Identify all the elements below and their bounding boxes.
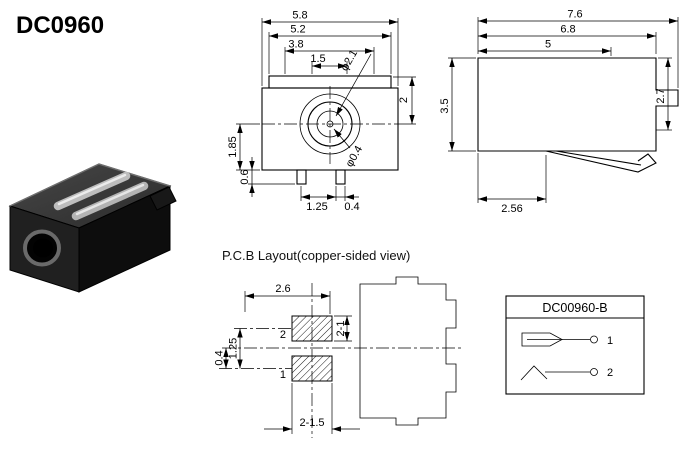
dim-label: 1.25 <box>306 201 327 213</box>
dim-label: 5.8 <box>292 10 307 22</box>
dim-side-height-body: 3.5 <box>439 57 476 152</box>
dim-pcb-pad-span: 2.6 <box>244 283 331 314</box>
dim-label: 2.6 <box>275 283 290 295</box>
dim-label: 0.4 <box>344 201 359 213</box>
jack-barrel-hole-inner <box>33 238 53 258</box>
dim-label: 3.5 <box>439 98 451 113</box>
dim-side-height-right: 2.7 <box>655 57 672 131</box>
metal-contact-2-highlight <box>75 183 145 216</box>
dim-front-width-outer: 5.8 <box>261 10 399 86</box>
dim-pcb-pad-size: 2-1 <box>334 315 352 342</box>
dim-label: φ0.4 <box>344 144 366 169</box>
dim-label: 0.4 <box>214 350 226 365</box>
dim-pcb-pad-offset: 0.4 <box>214 348 229 369</box>
pcb-layout: 2 1 2.6 2-1 1.25 0.4 <box>214 276 462 438</box>
side-body <box>477 57 679 152</box>
pin2-terminal <box>590 368 598 376</box>
dim-label: 5 <box>545 39 551 51</box>
dim-pcb-pad-pitch: 1.25 <box>228 328 243 369</box>
metal-contact-1 <box>53 171 131 211</box>
dim-label: 1.25 <box>228 338 240 359</box>
dim-label: 2-1 <box>335 321 347 337</box>
schematic-box: DC00960-B 1 2 <box>505 295 645 395</box>
pin1-terminal <box>590 335 598 344</box>
dim-label: 2-1.5 <box>299 417 324 429</box>
pcb-layout-caption: P.C.B Layout(copper-sided view) <box>222 248 411 263</box>
jack-right-face <box>78 185 171 293</box>
dim-label: 1.5 <box>310 53 325 65</box>
jack-edge-highlight <box>9 163 171 207</box>
dim-side-lever-offset: 2.56 <box>477 153 547 215</box>
schematic-switch-contact-symbol <box>520 365 598 381</box>
dim-pcb-hole-spec: 2-1.5 <box>264 383 360 434</box>
dim-front-pin-pitch: 1.25 <box>300 186 346 213</box>
dim-front-height-top: 2 <box>393 76 416 125</box>
pad1-number: 1 <box>280 369 286 381</box>
front-pin-left <box>296 169 307 185</box>
dim-front-pin-length: 0.6 <box>239 157 295 197</box>
dim-side-length-total: 7.6 <box>477 9 679 88</box>
dim-front-width-boss: 1.5 <box>310 53 348 74</box>
metal-contact-2 <box>71 181 149 221</box>
dim-side-length-body: 6.8 <box>478 24 657 54</box>
dim-label: 0.6 <box>239 169 251 184</box>
schematic-border <box>505 295 645 395</box>
dim-side-length-inner: 5 <box>478 39 612 56</box>
dim-label: φ2.1 <box>339 48 361 73</box>
pad2-number: 2 <box>280 329 286 341</box>
dim-front-width-cap: 5.2 <box>268 24 392 74</box>
side-spring-lever <box>545 150 657 173</box>
schematic-center-pin-symbol <box>521 332 598 347</box>
dim-label: 3.8 <box>288 39 303 51</box>
dim-label: 6.8 <box>560 24 575 36</box>
dim-label: 2 <box>398 97 410 103</box>
jack-side-tab <box>149 186 177 211</box>
dim-label: 2.7 <box>655 88 667 103</box>
pin1-number: 1 <box>607 335 613 347</box>
component-photo <box>8 163 177 293</box>
dim-label: 1.85 <box>227 136 239 157</box>
dim-front-pin-width: 0.4 <box>336 194 360 213</box>
side-view: 7.6 6.8 5 3.5 2.7 <box>439 9 679 215</box>
dim-label: 2.56 <box>501 203 522 215</box>
dim-label: 5.2 <box>290 24 305 36</box>
metal-contact-1-highlight <box>57 173 127 206</box>
dim-label: 7.6 <box>567 9 582 21</box>
part-number-title: DC0960 <box>16 12 105 39</box>
dim-front-height-center: 1.85 <box>227 123 260 171</box>
front-view: 5.8 5.2 3.8 1.5 φ2.1 <box>227 10 416 213</box>
dim-front-width-inner: 3.8 <box>284 39 375 74</box>
front-pin-right <box>335 169 346 185</box>
schematic-title: DC00960-B <box>542 301 607 315</box>
pcb-component-outline <box>359 276 457 426</box>
pin2-number: 2 <box>607 367 613 379</box>
